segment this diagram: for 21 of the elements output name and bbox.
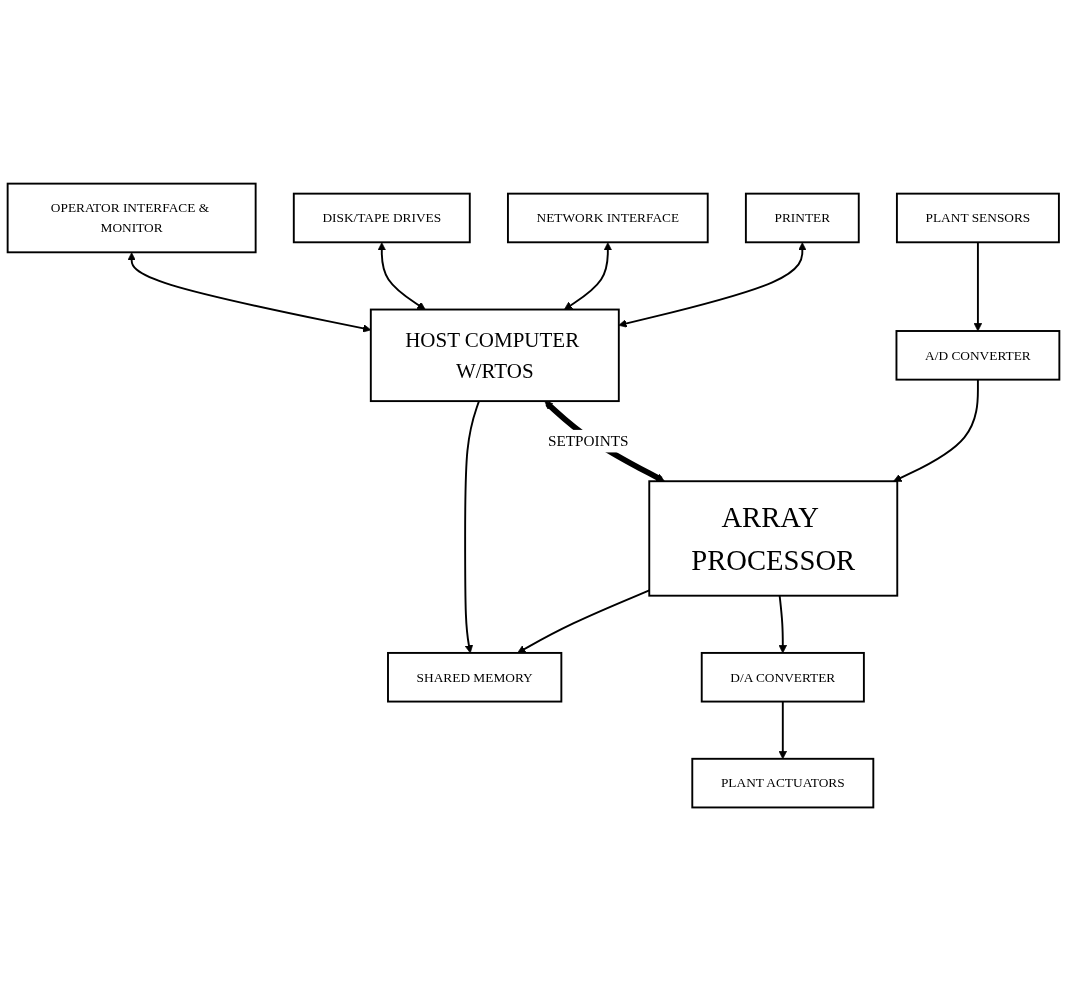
arrow [778,700,787,760]
node-box: HOST COMPUTER W/RTOS [369,308,620,402]
node-box: PLANT ACTUATORS [691,757,875,809]
node-box: NETWORK INTERFACE [507,192,709,244]
arrow [893,378,979,482]
node-box: SHARED MEMORY [387,651,563,703]
node-box: A/D CONVERTER [895,330,1061,381]
arrow [377,242,426,310]
node-box: OPERATOR INTERFACE & MONITOR [6,182,257,254]
node-box: PRINTER [744,192,860,244]
node-box: DISK/TAPE DRIVES [292,192,471,244]
arrow [564,242,613,310]
arrow [544,400,665,482]
node-box: D/A CONVERTER [700,651,865,703]
arrow [464,400,480,654]
edge-label: SETPOINTS [547,432,629,449]
arrow [778,594,787,654]
node-box: ARRAY PROCESSOR [648,480,899,597]
arrow [973,241,983,332]
arrow [618,242,807,328]
node-box: PLANT SENSORS [895,192,1060,244]
